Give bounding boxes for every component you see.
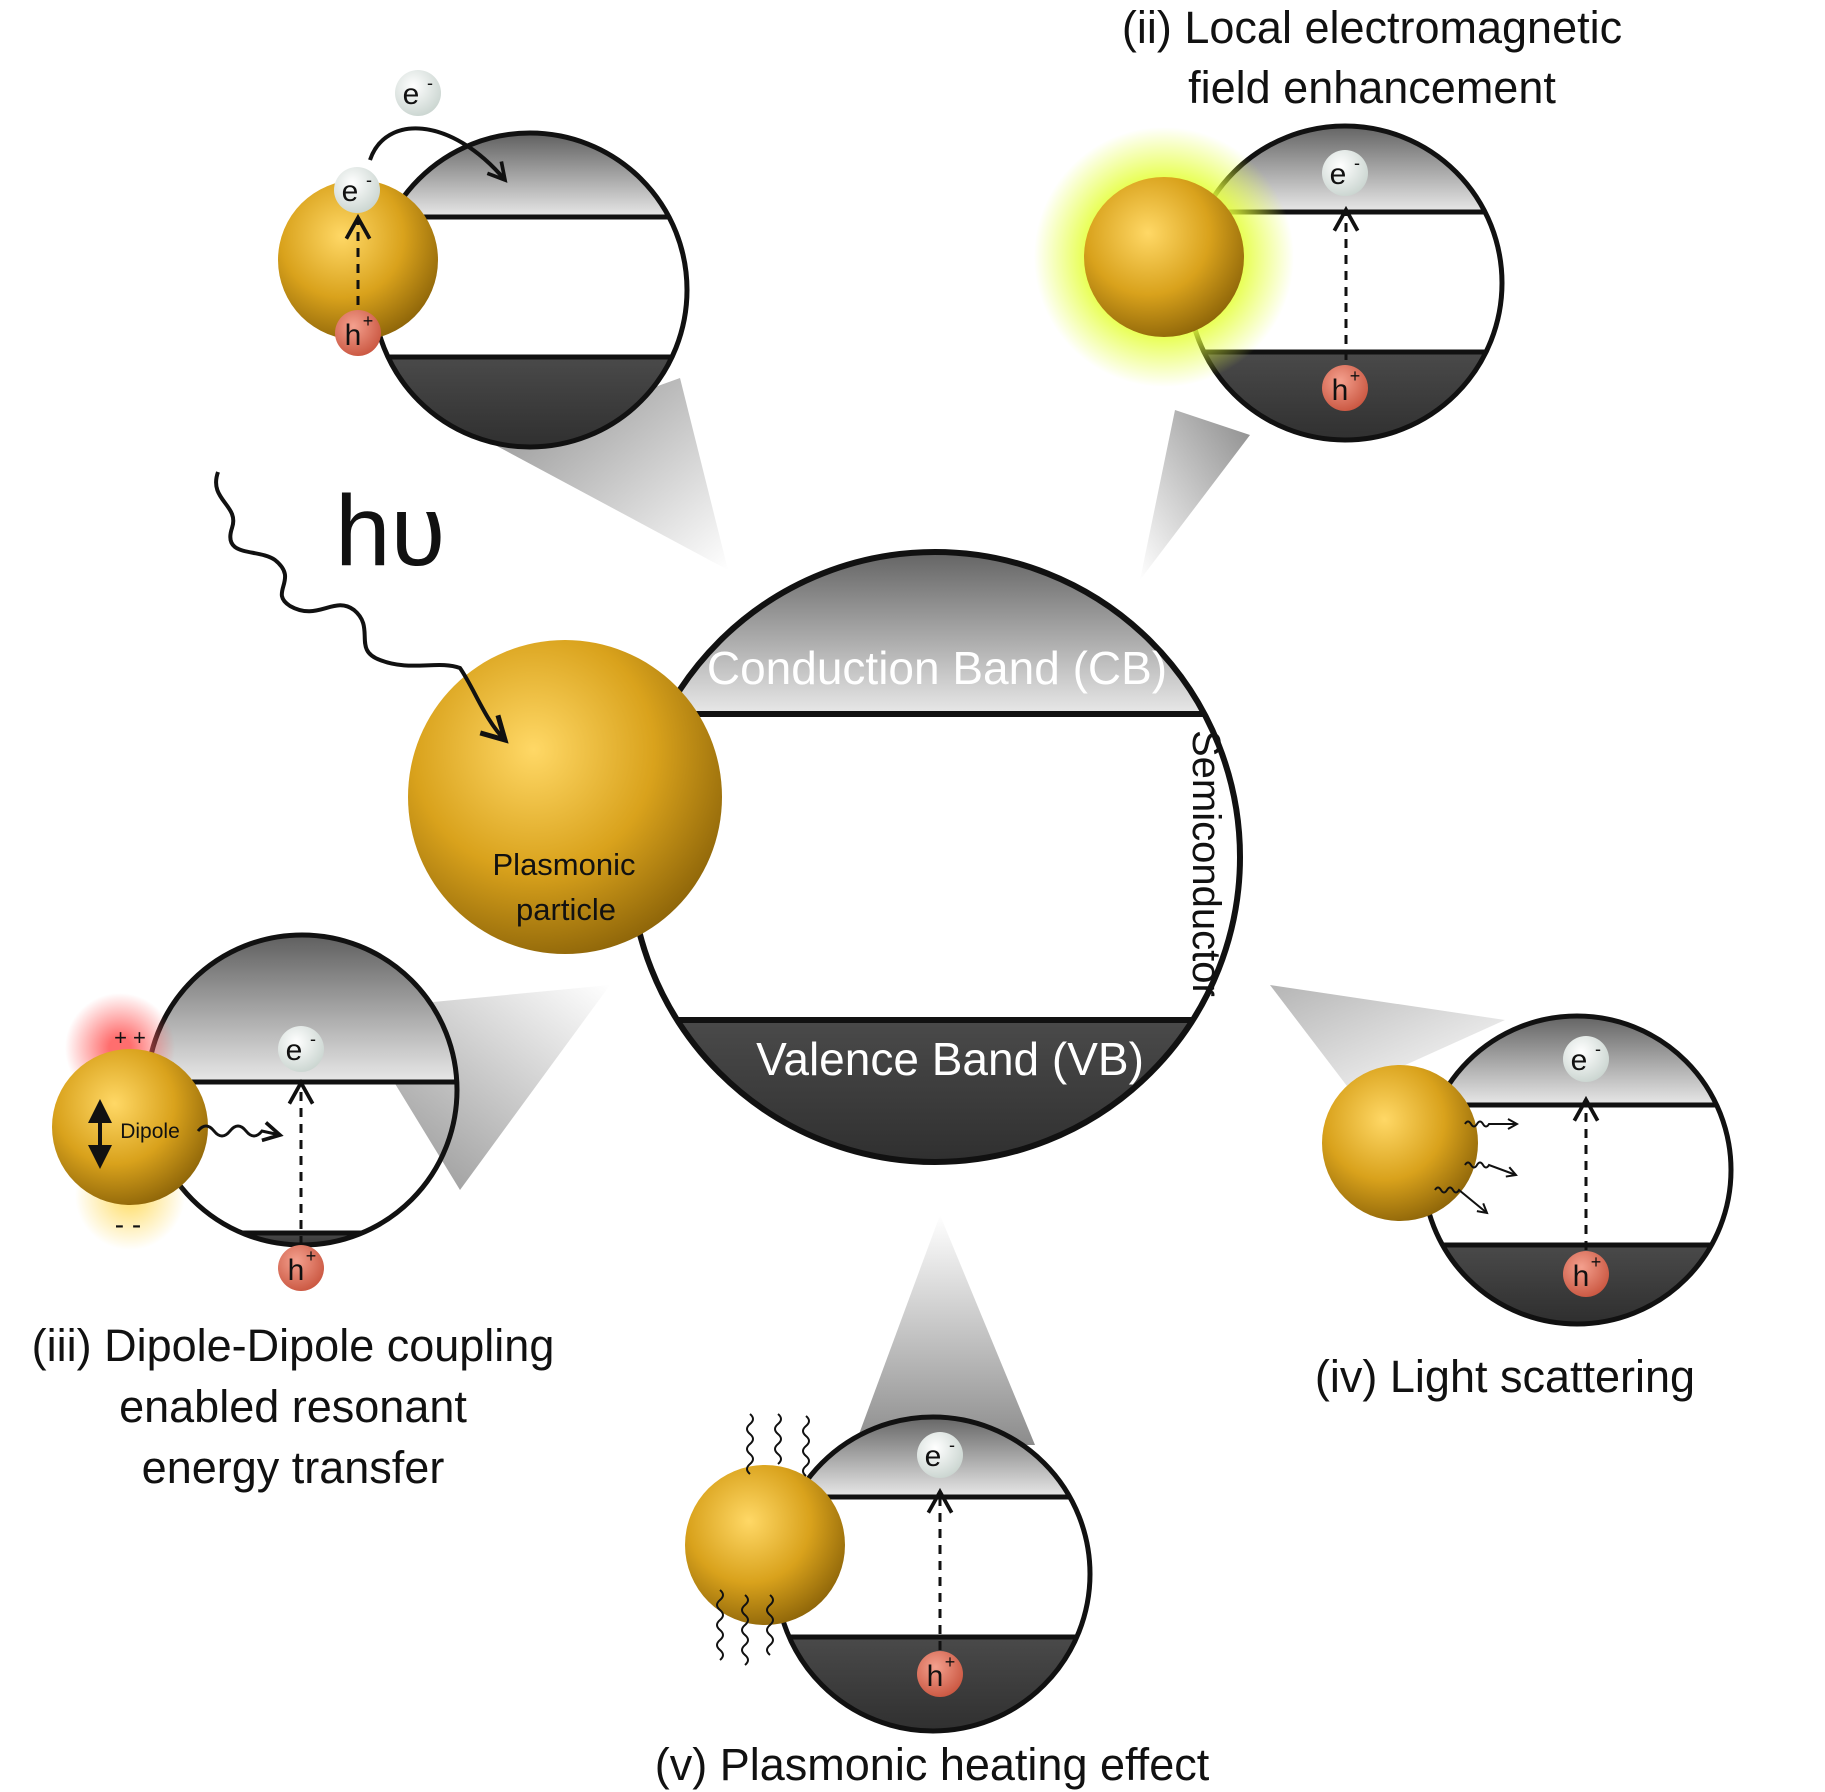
caption-iii-line1: (iii) Dipole-Dipole coupling xyxy=(32,1320,555,1371)
svg-text:+: + xyxy=(1591,1252,1602,1272)
hole-icon: h + xyxy=(335,310,381,356)
hole-icon: h + xyxy=(278,1245,324,1291)
energy-transfer-wave xyxy=(196,1126,280,1136)
beam-top-right xyxy=(1140,410,1250,580)
beam-bottom-right xyxy=(1270,985,1505,1090)
heat-wave xyxy=(741,1594,749,1666)
svg-text:e: e xyxy=(286,1034,303,1067)
svg-text:h: h xyxy=(288,1254,305,1287)
particle-label-line2: particle xyxy=(516,892,616,927)
heat-wave xyxy=(766,1594,774,1656)
scattered-wave xyxy=(1464,1161,1516,1176)
hole-icon: h + xyxy=(1322,365,1368,411)
main-semiconductor: Conduction Band (CB) Valence Band (VB) S… xyxy=(627,549,1243,1165)
electron-icon: e - xyxy=(917,1432,963,1478)
cb-label: Conduction Band (CB) xyxy=(707,642,1167,694)
caption-iii-line2: enabled resonant xyxy=(119,1381,467,1432)
dipole-label: Dipole xyxy=(120,1120,180,1143)
svg-text:+: + xyxy=(1350,366,1361,386)
svg-text:h: h xyxy=(1573,1260,1590,1293)
photon-wave-arrow xyxy=(214,471,505,740)
svg-text:h: h xyxy=(345,319,362,352)
svg-text:-: - xyxy=(310,1029,316,1049)
electron-icon: e - xyxy=(1322,150,1368,196)
scattered-wave xyxy=(1464,1122,1517,1127)
electron-icon: e - xyxy=(1563,1036,1609,1082)
svg-text:e: e xyxy=(1330,158,1347,191)
inset-ii-field-enhancement: e - h + (ii) Local electromagnetic field… xyxy=(1034,2,1622,443)
caption-iii-line3: energy transfer xyxy=(142,1442,445,1493)
semiconductor-label: Semiconductor xyxy=(1184,730,1228,997)
plus-charges: + + xyxy=(114,1025,146,1050)
caption-ii-line2: field enhancement xyxy=(1188,62,1556,113)
inset-iv-particle xyxy=(1322,1065,1478,1221)
svg-text:-: - xyxy=(366,170,372,190)
photon-symbol: hυ xyxy=(335,475,445,587)
heat-wave xyxy=(802,1415,810,1477)
vb-label: Valence Band (VB) xyxy=(756,1033,1144,1085)
inset-v-particle xyxy=(685,1465,845,1625)
scattered-wave xyxy=(1434,1186,1487,1214)
svg-text:+: + xyxy=(363,311,374,331)
svg-text:e: e xyxy=(342,175,359,208)
inset-v-plasmonic-heating: e - h + (v) Plasmonic heating effect xyxy=(655,1413,1210,1790)
minus-charges: - - xyxy=(115,1209,141,1240)
caption-iv: (iv) Light scattering xyxy=(1315,1351,1695,1402)
svg-text:-: - xyxy=(427,73,433,93)
injection-arrow xyxy=(368,126,505,180)
heat-wave xyxy=(774,1413,782,1465)
electron-icon: e - xyxy=(278,1026,324,1072)
svg-text:h: h xyxy=(1332,374,1349,407)
inset-ii-particle xyxy=(1084,177,1244,337)
caption-v: (v) Plasmonic heating effect xyxy=(655,1739,1210,1790)
caption-ii-line1: (ii) Local electromagnetic xyxy=(1122,2,1622,53)
svg-text:h: h xyxy=(927,1660,944,1693)
svg-text:-: - xyxy=(1354,153,1360,173)
inset-hot-electron-injection: e - h + e - xyxy=(278,70,690,450)
svg-text:-: - xyxy=(949,1435,955,1455)
electron-icon: e - xyxy=(395,70,441,116)
svg-text:+: + xyxy=(306,1246,317,1266)
main-plasmonic-particle: Plasmonic particle xyxy=(408,640,722,954)
photon: hυ xyxy=(214,471,505,740)
svg-text:-: - xyxy=(1595,1039,1601,1059)
beam-bottom xyxy=(855,1215,1035,1445)
hole-icon: h + xyxy=(917,1651,963,1697)
svg-text:e: e xyxy=(925,1440,942,1473)
heat-wave xyxy=(716,1589,724,1661)
particle-label-line1: Plasmonic xyxy=(493,847,636,882)
inset-tl-particle xyxy=(278,180,438,340)
svg-text:e: e xyxy=(403,78,420,111)
electron-icon: e - xyxy=(334,167,380,213)
hole-icon: h + xyxy=(1563,1251,1609,1297)
heat-wave xyxy=(746,1413,754,1475)
svg-text:e: e xyxy=(1571,1044,1588,1077)
svg-text:+: + xyxy=(945,1652,956,1672)
inset-iv-light-scattering: e - h + (iv) Light scattering xyxy=(1315,1013,1734,1402)
